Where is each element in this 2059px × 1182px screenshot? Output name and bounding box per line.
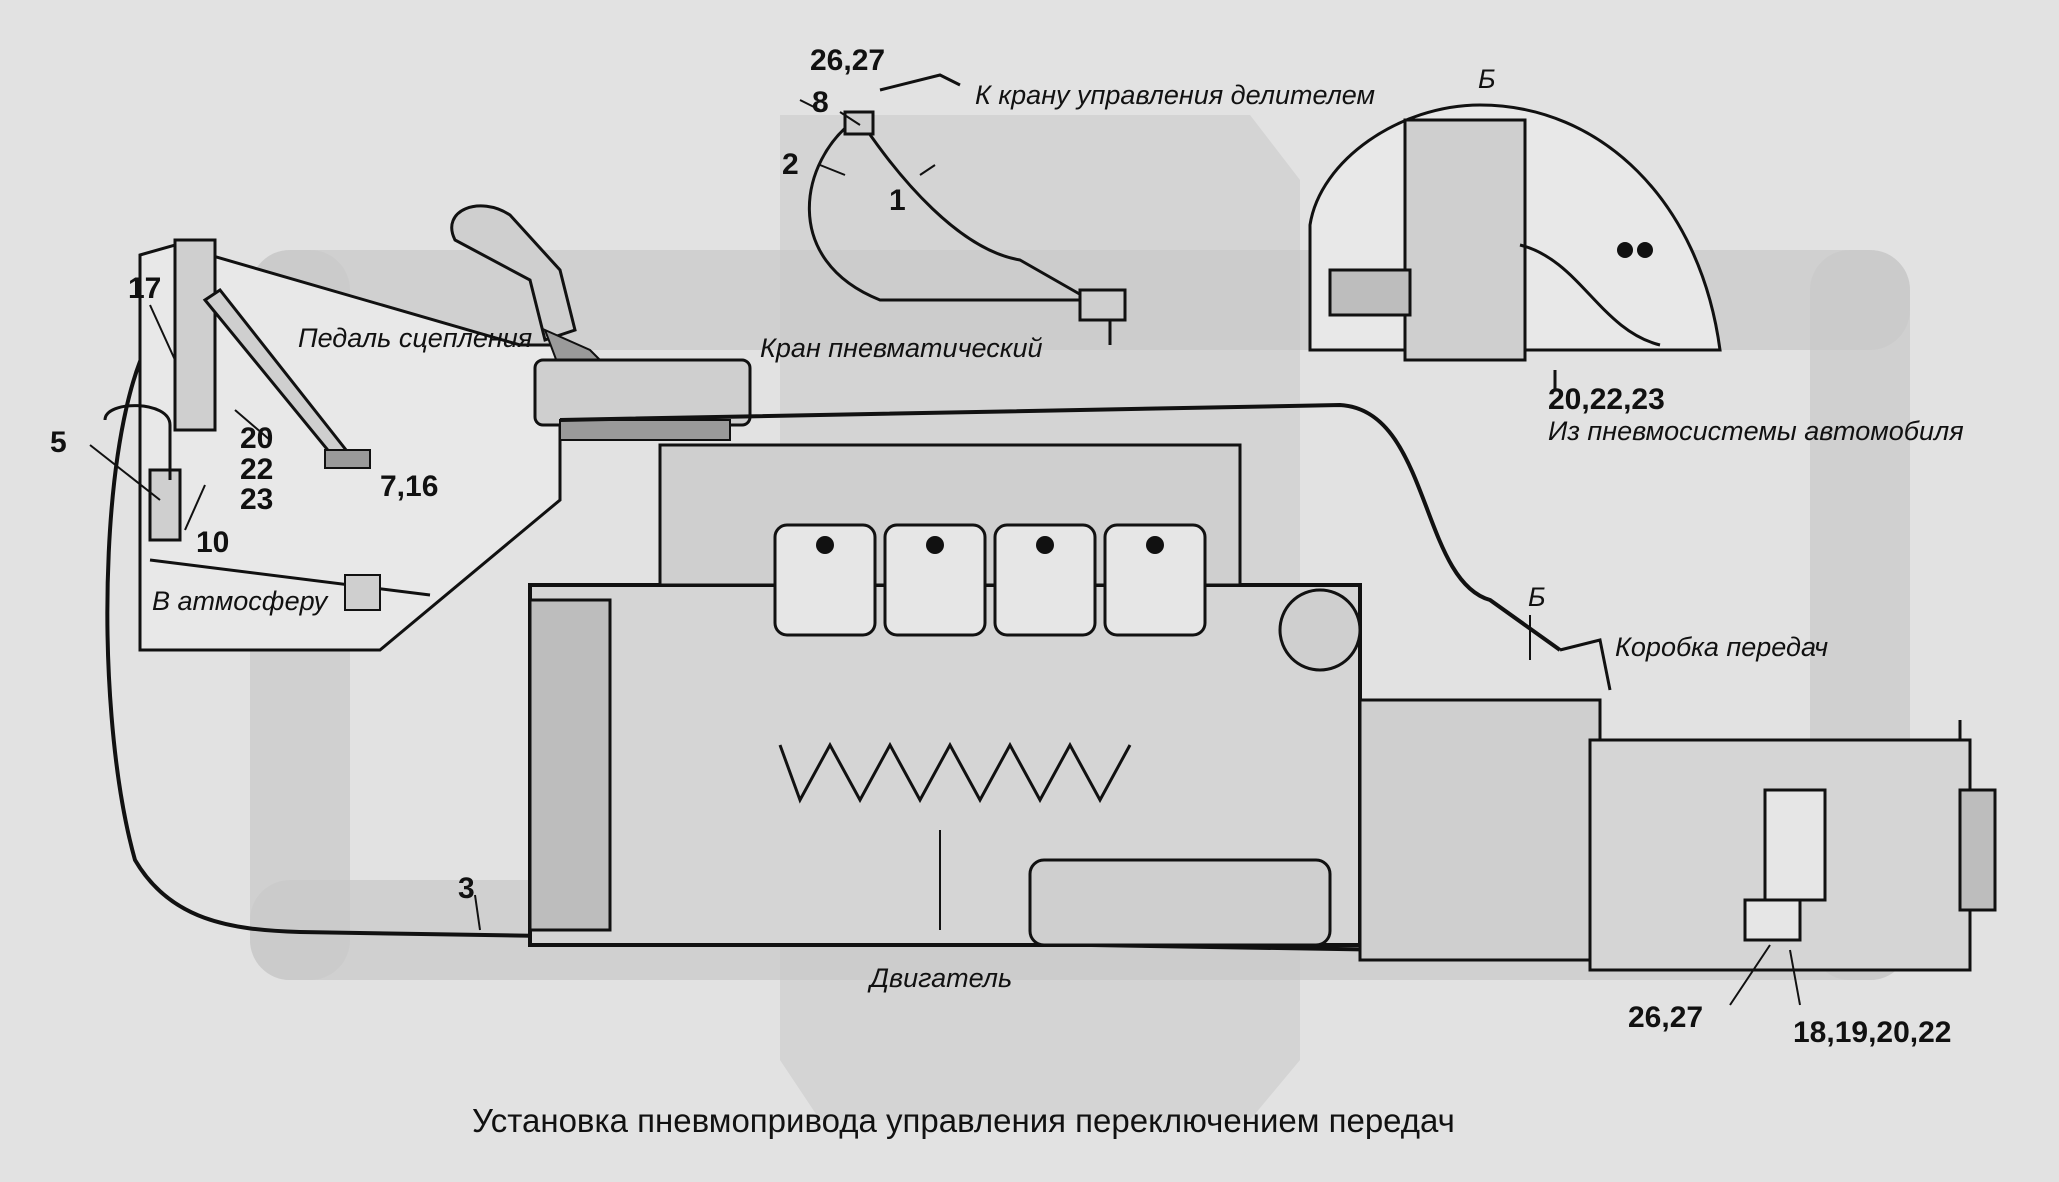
part-number-20-22-23-right: 20,22,23 (1548, 383, 1665, 416)
label-to-divider-valve: К крану управления делителем (975, 80, 1376, 110)
part-number-20-left: 20 (240, 422, 274, 455)
part-number-5: 5 (50, 426, 67, 459)
clutch-pedal-inset (103, 238, 562, 652)
part-number-26-27-bottom: 26,27 (1628, 1001, 1704, 1034)
label-engine: Двигатель (870, 963, 1013, 993)
part-number-22-left: 22 (240, 453, 274, 486)
gear-shift-lever (450, 204, 752, 441)
label-clutch-pedal: Педаль сцепления (298, 323, 533, 353)
part-number-23-left: 23 (240, 483, 274, 516)
view-marker-b-engine: Б (1528, 582, 1546, 612)
detail-view-b (1308, 103, 1722, 390)
divider-valve-hoses (807, 73, 1127, 345)
engine (528, 443, 1362, 947)
part-number-8: 8 (812, 86, 829, 119)
leader-lines (89, 99, 1801, 1006)
part-number-18-19-20-22: 18,19,20,22 (1793, 1016, 1952, 1049)
view-marker-b-top: Б (1478, 64, 1496, 94)
air-line-3 (105, 318, 1761, 962)
label-pneumatic-valve: Кран пневматический (760, 333, 1043, 363)
part-number-10: 10 (196, 526, 230, 559)
part-number-1: 1 (889, 184, 906, 217)
part-number-17: 17 (128, 272, 162, 305)
label-from-vehicle-air: Из пневмосистемы автомобиля (1548, 416, 1964, 446)
part-number-26-27-top: 26,27 (810, 44, 886, 77)
air-line-upper (559, 402, 1562, 652)
figure-caption: Установка пневмопривода управления перек… (472, 1102, 1455, 1139)
part-number-3: 3 (458, 872, 475, 905)
label-to-atmosphere: В атмосферу (152, 586, 328, 616)
part-number-7-16: 7,16 (380, 470, 439, 503)
label-gearbox: Коробка передач (1615, 632, 1829, 662)
part-number-2: 2 (782, 148, 799, 181)
gearbox (1358, 638, 1997, 972)
